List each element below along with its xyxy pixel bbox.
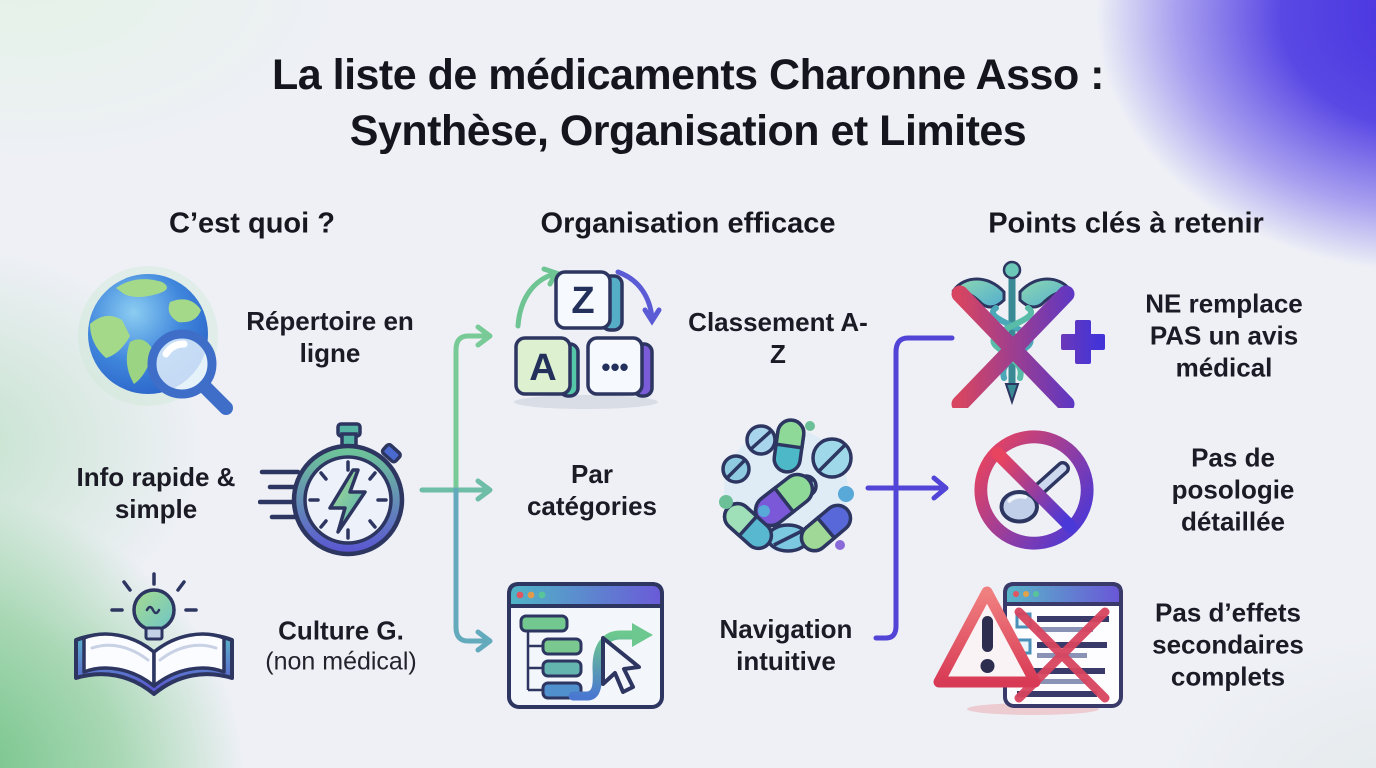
globe-search-icon bbox=[78, 262, 238, 420]
item-sublabel-non-medical: (non médical) bbox=[265, 647, 417, 676]
svg-text:A: A bbox=[529, 347, 556, 389]
item-label-no-side-effects: Pas d’effets secondaires complets bbox=[1152, 597, 1304, 693]
item-label-culture-main: Culture G. bbox=[278, 615, 404, 646]
svg-text:•••: ••• bbox=[601, 352, 628, 382]
caduceus-crossed-icon bbox=[948, 256, 1113, 408]
item-label-categories: Par catégories bbox=[526, 458, 658, 521]
az-blocks-icon: Z A ••• bbox=[498, 260, 673, 410]
item-label-no-medical-advice: NE remplace PAS un avis médical bbox=[1145, 288, 1303, 384]
no-spoon-icon bbox=[970, 426, 1098, 554]
column-header-organisation: Organisation efficace bbox=[540, 207, 836, 240]
item-label-classement: Classement A-Z bbox=[688, 306, 868, 369]
page-title: La liste de médicaments Charonne Asso : … bbox=[138, 48, 1238, 160]
item-label-culture: Culture G. (non médical) bbox=[236, 614, 446, 677]
speed-stopwatch-icon bbox=[258, 420, 410, 562]
item-label-info-rapide: Info rapide & simple bbox=[76, 461, 236, 524]
pills-icon bbox=[706, 414, 866, 566]
page-title-line2: Synthèse, Organisation et Limites bbox=[349, 106, 1027, 155]
item-label-repertoire: Répertoire en ligne bbox=[246, 305, 414, 368]
browser-navigation-icon bbox=[503, 578, 668, 713]
svg-text:Z: Z bbox=[571, 280, 594, 322]
green-branch-arrows-icon bbox=[406, 316, 510, 661]
page-title-line1: La liste de médicaments Charonne Asso : bbox=[272, 51, 1104, 99]
column-header-key-points: Points clés à retenir bbox=[988, 207, 1264, 240]
item-label-navigation: Navigation intuitive bbox=[719, 613, 853, 676]
item-label-no-dosage: Pas de posologie détaillée bbox=[1171, 442, 1295, 538]
warning-checklist-crossed-icon bbox=[933, 578, 1128, 716]
book-idea-icon bbox=[68, 572, 240, 714]
column-header-what-is-it: C’est quoi ? bbox=[169, 207, 335, 240]
purple-branch-arrows-icon bbox=[860, 322, 975, 652]
